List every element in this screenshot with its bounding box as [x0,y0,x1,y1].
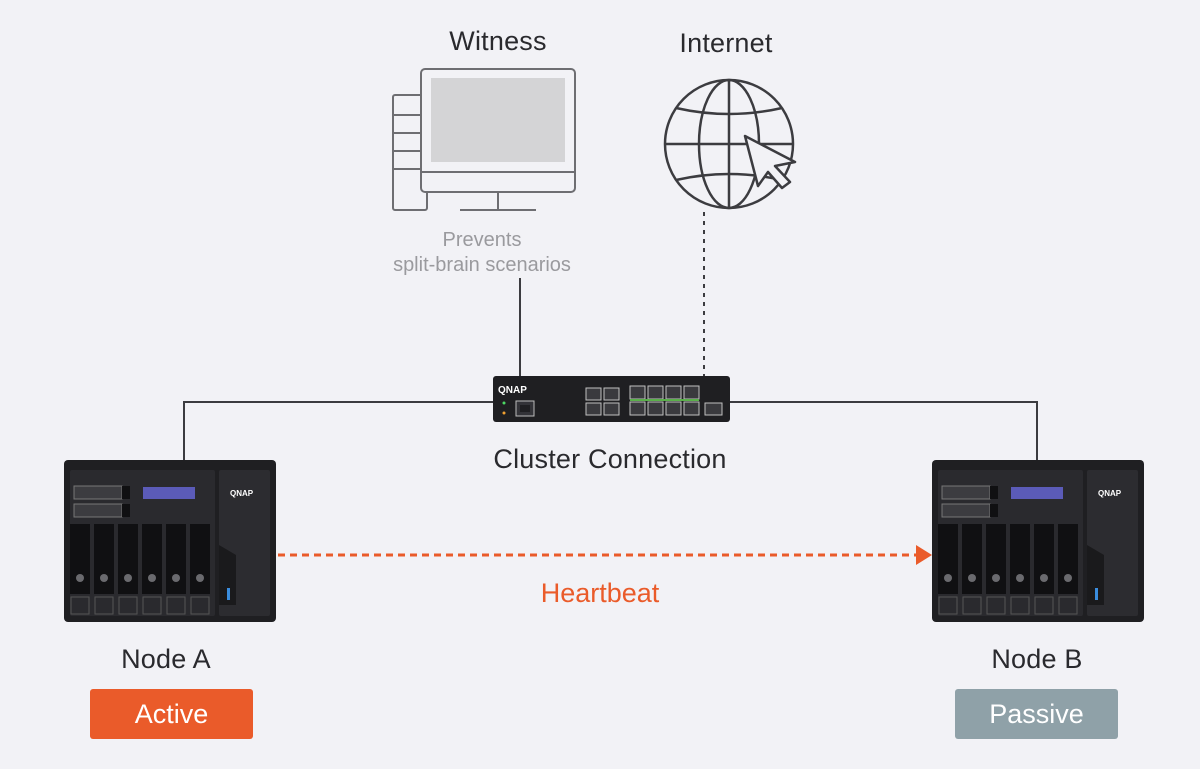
node-a-status-badge: Active [90,689,253,739]
node-a-nas-device: QNAP [63,459,277,623]
node-a-link [183,401,495,462]
node-b-nas-device: QNAP [931,459,1145,623]
internet-title: Internet [679,28,773,58]
witness-note-line1: Prevents [442,229,522,251]
node-a-brand: QNAP [230,489,254,498]
cluster-connection-label: Cluster Connection [493,444,727,474]
witness-note-line2: split-brain scenarios [393,254,571,276]
network-switch: QNAP [493,376,730,422]
switch-brand: QNAP [498,385,527,396]
connection-lines [183,212,1038,462]
heartbeat-label: Heartbeat [540,578,660,608]
internet-globe-icon [663,78,797,210]
witness-note: Prevents split-brain scenarios [352,228,612,278]
witness-title: Witness [449,26,547,56]
heartbeat-arrow [278,545,932,565]
node-a-title: Node A [121,644,211,674]
node-b-title: Node B [991,644,1083,674]
node-b-link [728,401,1038,462]
node-b-brand: QNAP [1098,489,1122,498]
witness-computer-icon [392,68,576,211]
node-b-status-badge: Passive [955,689,1118,739]
